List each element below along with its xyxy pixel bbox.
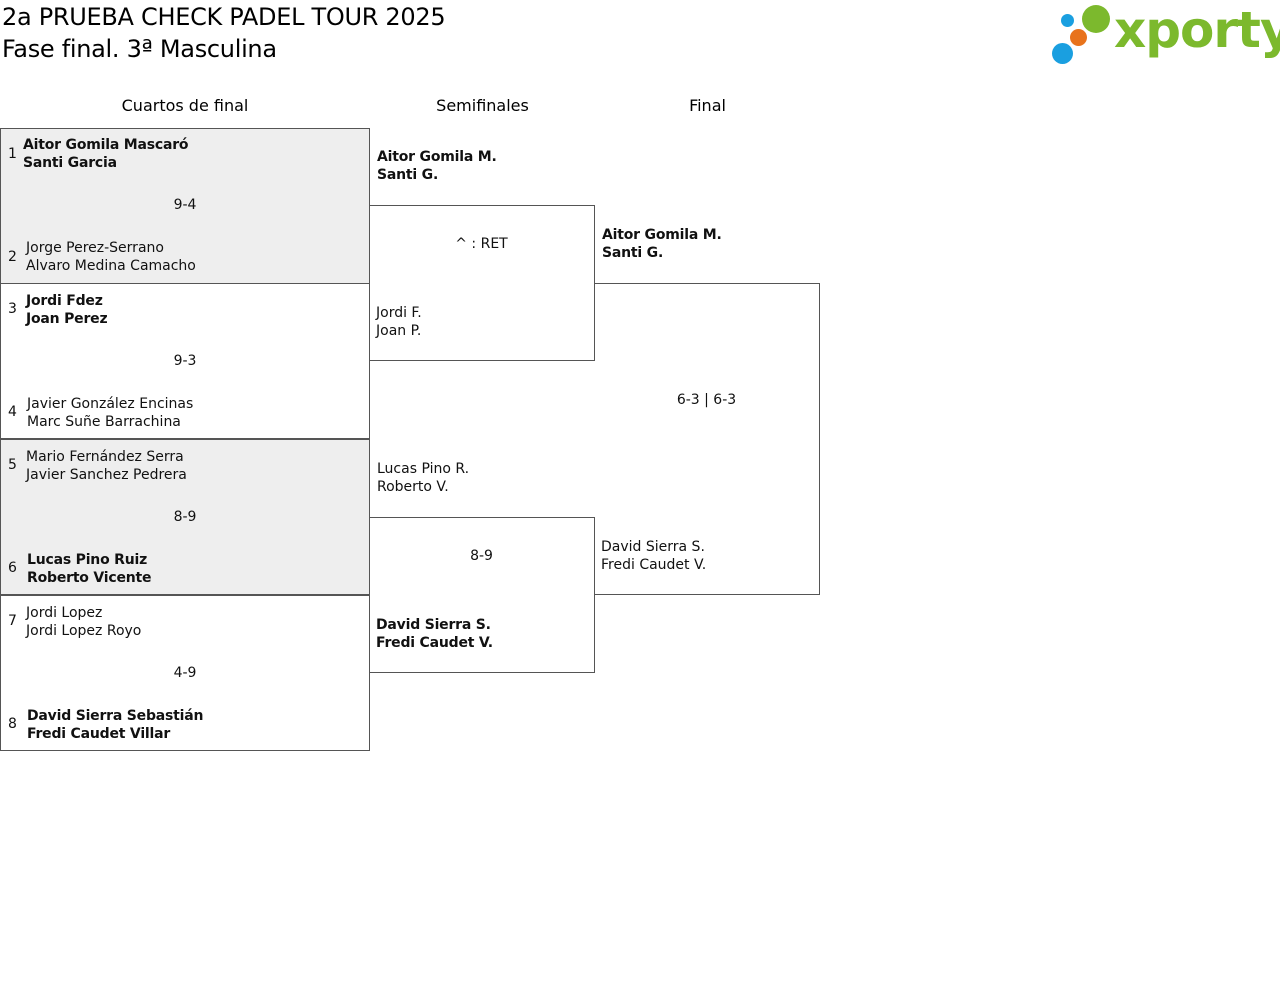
qf-score: 9-3 [173,353,197,369]
logo-dot-green [1082,5,1110,33]
player-name: Marc Suñe Barrachina [27,414,181,430]
seed-number: 7 [8,613,17,629]
player-name: Lucas Pino Ruiz [27,552,148,568]
qf-score: 9-4 [173,197,197,213]
qf-score: 4-9 [173,665,197,681]
final-team-top: Aitor Gomila M. Santi G. [602,226,722,262]
qf-team-1: Aitor Gomila Mascaró Santi Garcia [23,136,189,172]
player-name: Javier González Encinas [27,396,194,412]
qf-match-1: 1 Aitor Gomila Mascaró Santi Garcia 9-4 … [0,128,370,284]
player-name: Roberto Vicente [27,570,152,586]
player-name: Santi G. [377,167,439,183]
player-name: Alvaro Medina Camacho [26,258,196,274]
seed-number: 6 [8,560,17,576]
player-name: Jorge Perez-Serrano [26,240,164,256]
player-name: Fredi Caudet V. [376,635,493,651]
player-name: Jordi Lopez Royo [26,623,142,639]
round-header-quarterfinals: Cuartos de final [121,96,249,115]
player-name: David Sierra Sebastián [27,708,204,724]
final-score: 6-3 | 6-3 [676,392,737,408]
player-name: Aitor Gomila Mascaró [23,137,189,153]
seed-number: 4 [8,404,17,420]
qf-team-3: Jordi Fdez Joan Perez [26,292,108,328]
player-name: Fredi Caudet V. [601,557,707,573]
final-match: 6-3 | 6-3 David Sierra S. Fredi Caudet V… [594,283,820,595]
player-name: Santi Garcia [23,155,117,171]
sf-match-2: 8-9 David Sierra S. Fredi Caudet V. [369,517,595,673]
qf-team-7: Jordi Lopez Jordi Lopez Royo [26,604,141,640]
qf-match-3: 5 Mario Fernández Serra Javier Sanchez P… [0,439,370,595]
round-header-final: Final [689,96,726,115]
qf-match-4: 7 Jordi Lopez Jordi Lopez Royo 4-9 8 Dav… [0,595,370,751]
player-name: Roberto V. [377,479,449,495]
player-name: Jordi Fdez [26,293,103,309]
player-name: Joan Perez [26,311,108,327]
seed-number: 3 [8,301,17,317]
round-header-semifinals: Semifinales [436,96,529,115]
sf2-team-top: Lucas Pino R. Roberto V. [377,460,469,496]
logo-dot-blue-small [1061,14,1074,27]
sf-score: ^ : RET [455,236,508,252]
qf-team-5: Mario Fernández Serra Javier Sanchez Ped… [26,448,187,484]
player-name: Aitor Gomila M. [377,149,497,165]
sf1-team-bottom: Jordi F. Joan P. [376,304,422,340]
player-name: Jordi F. [376,305,422,321]
seed-number: 1 [8,146,17,162]
qf-match-2: 3 Jordi Fdez Joan Perez 9-3 4 Javier Gon… [0,283,370,439]
xporty-logo: xporty [1052,1,1280,67]
sf-score: 8-9 [470,548,493,564]
sf1-team-top: Aitor Gomila M. Santi G. [377,148,497,184]
qf-team-6: Lucas Pino Ruiz Roberto Vicente [27,551,152,587]
sf2-team-bottom: David Sierra S. Fredi Caudet V. [376,616,493,652]
player-name: David Sierra S. [376,617,491,633]
sf-match-1: ^ : RET Jordi F. Joan P. [369,205,595,361]
seed-number: 8 [8,716,17,732]
qf-score: 8-9 [173,509,197,525]
player-name: Fredi Caudet Villar [27,726,171,742]
qf-team-4: Javier González Encinas Marc Suñe Barrac… [27,395,193,431]
player-name: Javier Sanchez Pedrera [26,467,187,483]
player-name: Jordi Lopez [26,605,103,621]
logo-dot-orange [1070,29,1087,46]
qf-team-2: Jorge Perez-Serrano Alvaro Medina Camach… [26,239,196,275]
player-name: David Sierra S. [601,539,705,555]
player-name: Joan P. [376,323,422,339]
player-name: Santi G. [602,245,664,261]
player-name: Lucas Pino R. [377,461,470,477]
seed-number: 5 [8,457,17,473]
page-subtitle: Fase final. 3ª Masculina [2,35,277,63]
logo-dot-blue [1052,43,1073,64]
player-name: Aitor Gomila M. [602,227,722,243]
page-title: 2a PRUEBA CHECK PADEL TOUR 2025 [2,3,446,31]
player-name: Mario Fernández Serra [26,449,184,465]
seed-number: 2 [8,249,17,265]
logo-wordmark: xporty [1114,1,1280,59]
qf-team-8: David Sierra Sebastián Fredi Caudet Vill… [27,707,203,743]
final-team-bottom: David Sierra S. Fredi Caudet V. [601,538,706,574]
